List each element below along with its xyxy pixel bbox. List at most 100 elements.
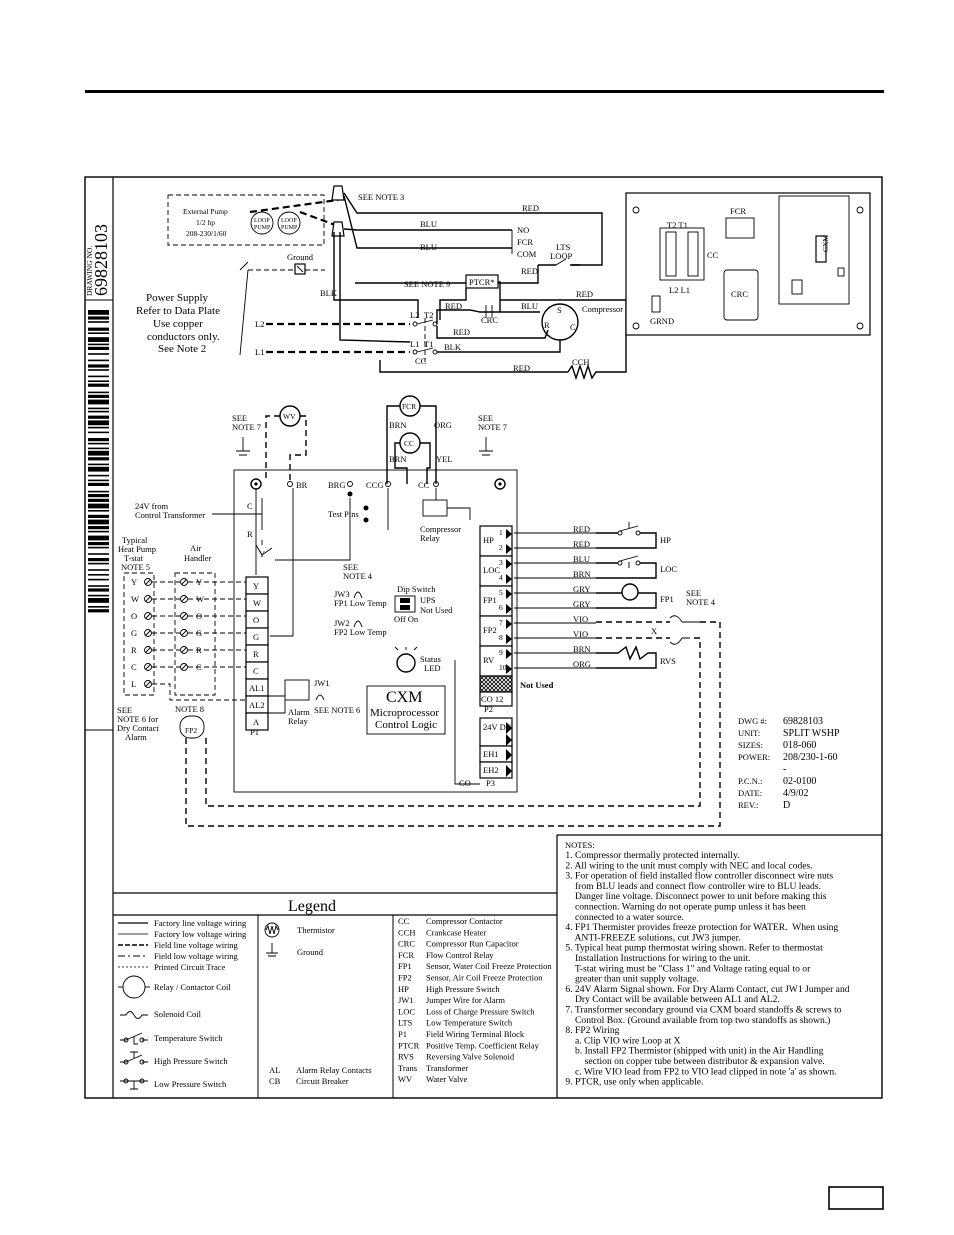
comp-s: S xyxy=(557,305,562,315)
rvs-label: RVS xyxy=(660,656,676,666)
power-supply-5: See Note 2 xyxy=(158,343,206,355)
abbrev-value-7: Jumper Wire for Alarm xyxy=(426,995,505,1005)
legend-relay-coil: Relay / Contactor Coil xyxy=(154,982,231,992)
legend-line-4: Printed Circuit Trace xyxy=(154,962,226,972)
legend-temperature-switch: Temperature Switch xyxy=(154,1033,223,1043)
p1-term-a: A xyxy=(253,717,260,727)
dry-note-3: Dry Contact xyxy=(117,723,159,733)
p2-block-fp1: FP1 xyxy=(483,595,497,605)
p2-terminal-2: 2 xyxy=(499,543,503,552)
v24-from-1: 24V from xyxy=(135,501,169,511)
loop-pump-1-label: LOOP xyxy=(254,218,270,224)
tstat-hdr-3: T-stat xyxy=(124,553,144,563)
ccg-pin: CCG xyxy=(366,480,383,490)
dry-note-2: NOTE 6 for xyxy=(117,714,158,724)
p2-terminal-1: 1 xyxy=(499,528,503,537)
abbrev-key-1: CCH xyxy=(398,927,415,937)
abbrev-value-2: Compressor Run Capacitor xyxy=(426,939,519,949)
wire-yel: YEL xyxy=(436,454,453,464)
thermostat-block xyxy=(123,572,155,696)
crc-label: CRC xyxy=(481,315,498,325)
wire-red-2: RED xyxy=(573,539,590,549)
legend-title: Legend xyxy=(288,898,336,915)
loc-switch-label: LOC xyxy=(660,564,677,574)
note-line-2: 3. For operation of field installed flow… xyxy=(563,871,833,882)
abbrev-key-11: PTCR xyxy=(398,1040,420,1050)
l1-field: L1 xyxy=(255,347,264,357)
legend-line-0: Factory line voltage wiring xyxy=(154,918,247,928)
legend-cb-value: Circuit Breaker xyxy=(296,1076,349,1086)
note-line-14: Dry Contact will be available between AL… xyxy=(563,994,780,1005)
jw3-desc: FP1 Low Temp xyxy=(334,598,387,608)
p2-block-hp: HP xyxy=(483,535,494,545)
comp-relay-2: Relay xyxy=(420,533,441,543)
cc-l2: L2 xyxy=(410,310,419,320)
abbrev-value-5: Sensor, Air Coil Freeze Protection xyxy=(426,973,543,983)
info-value-1: SPLIT WSHP xyxy=(783,728,840,739)
wire-blu-2: BLU xyxy=(420,242,437,252)
abbrev-key-9: LTS xyxy=(398,1018,413,1028)
panel-cxm: CXM xyxy=(821,235,830,252)
loop-pump-2 xyxy=(277,211,301,235)
panel-l2l1: L2 L1 xyxy=(669,285,690,295)
info-key-1: UNIT: xyxy=(738,728,760,738)
legend-thermistor: Thermistor xyxy=(297,925,335,935)
p2-terminal-6: 6 xyxy=(499,603,503,612)
cxm-sub-2: Control Logic xyxy=(375,719,437,731)
legend-low-pressure-switch: Low Pressure Switch xyxy=(154,1079,227,1089)
abbrev-key-2: CRC xyxy=(398,939,415,949)
abbrev-value-14: Water Valve xyxy=(426,1074,468,1084)
wire-org-1: ORG xyxy=(434,420,452,430)
ground-label: Ground xyxy=(287,252,314,262)
info-key-0: DWG #: xyxy=(738,716,767,726)
wire-blu-3: BLU xyxy=(521,301,538,311)
p2-block-fp2: FP2 xyxy=(483,625,497,635)
abbrev-key-4: FP1 xyxy=(398,961,412,971)
cxm-board xyxy=(233,469,518,793)
wire-vio-7: VIO xyxy=(573,614,588,624)
p1-term-y: Y xyxy=(253,581,259,591)
cxm-sub-1: Microprocessor xyxy=(370,707,439,719)
panel-t2t1: T2 T1 xyxy=(667,220,688,230)
lts-label: LTS xyxy=(556,242,571,252)
alarm-relay-1: Alarm xyxy=(288,707,310,717)
p1-term-r: R xyxy=(253,649,259,659)
info-key-2: SIZES: xyxy=(738,740,763,750)
barcode xyxy=(88,310,109,613)
abbrev-value-0: Compressor Contactor xyxy=(426,916,503,926)
wire-brn-4: BRN xyxy=(573,569,590,579)
fcr-no: NO xyxy=(517,225,529,235)
alarm-relay-2: Relay xyxy=(288,716,309,726)
note-line-4: Danger line voltage. Disconnect power to… xyxy=(563,891,827,902)
loop-pump-2-label2: PUMP xyxy=(281,225,298,231)
p1-term-w: W xyxy=(253,598,261,608)
note-line-21: c. Wire VIO lead from FP2 to VIO lead cl… xyxy=(563,1066,837,1077)
see-note-7-left-2: NOTE 7 xyxy=(232,422,261,432)
wv-label: WV xyxy=(283,412,296,421)
diagram-frame xyxy=(84,176,883,1099)
loop-pump-2-label: LOOP xyxy=(281,218,297,224)
legend-line-2: Field line voltage wiring xyxy=(154,940,239,950)
external-pump-line1: External Pump xyxy=(183,207,228,216)
note-line-8: ANTI-FREEZE solutions, cut JW3 jumper. xyxy=(563,932,741,943)
see-note-7-right-1: SEE xyxy=(478,413,493,423)
legend-cb-key: CB xyxy=(269,1076,281,1086)
info-value-6: 4/9/02 xyxy=(783,788,809,799)
cc-l1: L1 xyxy=(410,339,419,349)
see-note-4b-1: SEE xyxy=(686,588,701,598)
tstat-term-g: G xyxy=(131,628,137,638)
abbrev-value-9: Low Temperature Switch xyxy=(426,1018,513,1028)
cc-pin: CC xyxy=(418,480,430,490)
notes-title: NOTES: xyxy=(565,840,595,850)
note-line-5: connection. Warning do not operate pump … xyxy=(563,902,806,913)
cc-t1: T1 xyxy=(424,339,433,349)
abbrev-value-12: Reversing Valve Solenoid xyxy=(426,1052,515,1062)
p2-terminal-3: 3 xyxy=(499,558,503,567)
wire-vio-8: VIO xyxy=(573,629,588,639)
cc-t2: T2 xyxy=(424,310,433,320)
abbrev-value-6: High Pressure Switch xyxy=(426,984,500,994)
c-pin: C xyxy=(247,501,253,511)
jw3-label: JW3 xyxy=(334,589,350,599)
wire-red-1: RED xyxy=(573,524,590,534)
